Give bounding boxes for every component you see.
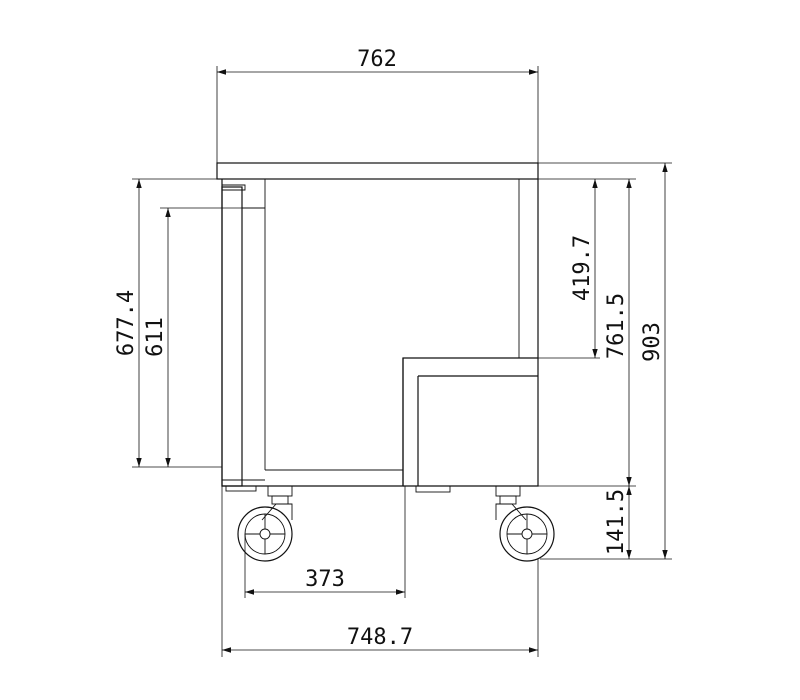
cabinet-body — [221, 179, 539, 487]
label-door-outer: 677.4 — [114, 290, 139, 356]
label-base-width: 748.7 — [347, 625, 413, 650]
label-total-height: 903 — [640, 322, 665, 362]
label-body-height: 761.5 — [604, 293, 629, 359]
door — [221, 186, 243, 487]
door-hinge — [222, 184, 246, 191]
label-upper-depth: 419.7 — [570, 235, 595, 301]
cabinet-outline — [216, 162, 539, 493]
worktop — [216, 162, 539, 180]
label-caster-to-step: 373 — [305, 567, 345, 592]
caster-left — [237, 485, 293, 562]
caster-right — [495, 485, 555, 562]
dimension-lines — [136, 69, 668, 653]
dimension-labels: 762 748.7 373 677.4 611 419.7 761.5 903 … — [114, 47, 665, 650]
label-top-width: 762 — [357, 47, 397, 72]
label-caster-height: 141.5 — [604, 489, 629, 555]
extension-lines — [132, 66, 672, 657]
label-door-inner: 611 — [143, 317, 168, 357]
compressor-recess — [402, 358, 539, 487]
